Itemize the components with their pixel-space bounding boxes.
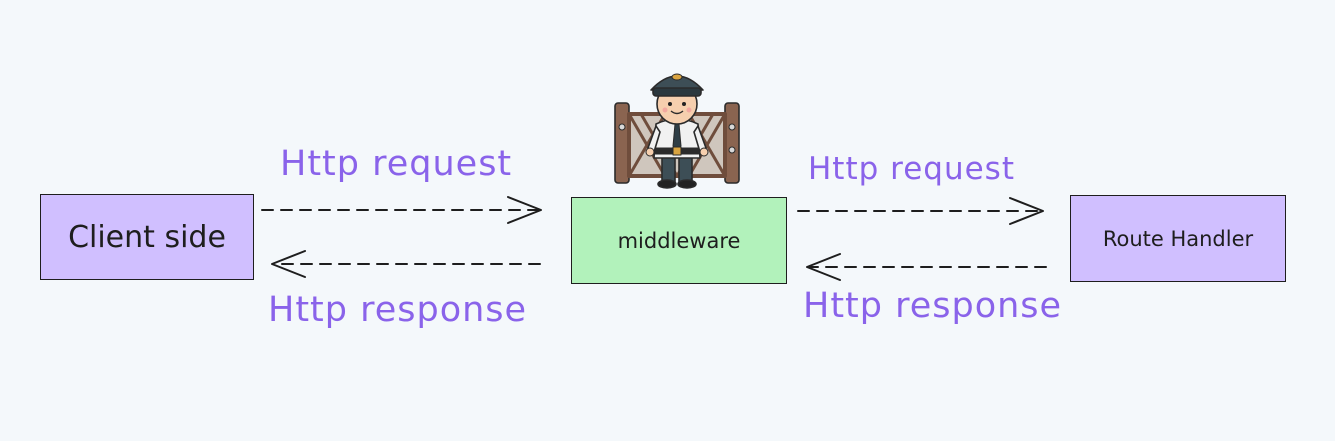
left-request-label: Http request — [280, 144, 513, 184]
right-response-label: Http response — [803, 286, 1063, 326]
client-side-label: Client side — [68, 219, 226, 255]
route-handler-node: Route Handler — [1070, 195, 1286, 282]
middleware-node: middleware — [571, 197, 787, 284]
gate-post-left — [614, 102, 630, 184]
left-response-label: Http response — [268, 290, 528, 330]
gate-post-right — [724, 102, 740, 184]
arrow-middleware-to-handler — [797, 197, 1044, 225]
arrow-client-to-middleware — [261, 196, 542, 224]
client-side-node: Client side — [40, 194, 254, 280]
arrow-handler-to-middleware — [806, 253, 1047, 281]
route-handler-label: Route Handler — [1102, 226, 1254, 251]
guard-gate-illustration — [614, 73, 740, 189]
middleware-label: middleware — [617, 228, 741, 253]
arrow-middleware-to-client — [271, 250, 541, 278]
right-request-label: Http request — [808, 151, 1015, 187]
